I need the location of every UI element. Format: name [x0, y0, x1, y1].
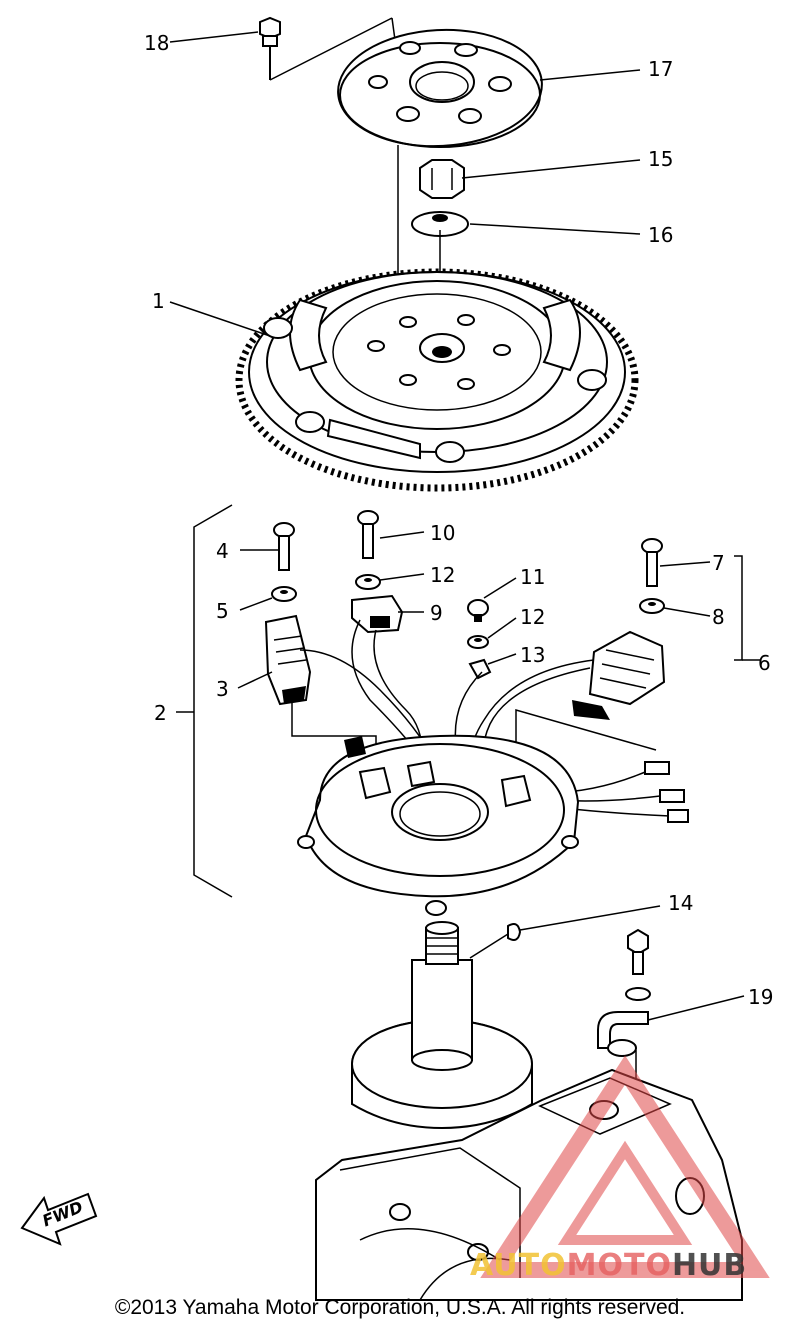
part-7-screw [641, 538, 663, 587]
part-12b-washer [467, 635, 489, 649]
watermark-logo: AUTOMOTOHUB [470, 1248, 747, 1283]
callout-17: 17 [648, 57, 673, 81]
part-3-coil [264, 614, 312, 706]
stator-base [297, 734, 580, 916]
watermark-part2: MOTO [566, 1248, 672, 1283]
callout-9: 9 [430, 601, 443, 625]
part-14-key [469, 923, 522, 959]
part-17-plate [337, 28, 543, 148]
part-6-coil [572, 630, 666, 720]
part-15-nut [419, 159, 465, 199]
callout-18: 18 [144, 31, 169, 55]
part-1-flywheel [235, 268, 639, 492]
callout-8: 8 [712, 605, 725, 629]
part-13-clamp [468, 658, 492, 680]
watermark-part1: AUTO [470, 1248, 567, 1283]
callout-12a: 12 [430, 563, 455, 587]
part-11-screw [467, 599, 489, 622]
leader-lines [169, 31, 745, 1021]
callout-7: 7 [712, 551, 725, 575]
callout-16: 16 [648, 223, 673, 247]
callout-4: 4 [216, 539, 229, 563]
callout-14: 14 [668, 891, 693, 915]
watermark-triangle-icon [480, 1055, 770, 1278]
part-4-screw [273, 522, 295, 571]
callout-6: 6 [758, 651, 771, 675]
callout-11: 11 [520, 565, 545, 589]
callout-numbers: 18 17 15 16 1 4 5 3 2 10 12 9 11 12 13 7… [144, 31, 773, 1009]
callout-13: 13 [520, 643, 545, 667]
part-19-bolt [625, 928, 651, 1001]
fwd-arrow-icon: FWD [20, 1192, 98, 1246]
part-5-washer [271, 586, 297, 602]
callout-2: 2 [154, 701, 167, 725]
callout-3: 3 [216, 677, 229, 701]
callout-5: 5 [216, 599, 229, 623]
part-18-bolt [259, 16, 399, 81]
copyright-text: ©2013 Yamaha Motor Corporation, U.S.A. A… [114, 1296, 686, 1319]
callout-1: 1 [152, 289, 165, 313]
watermark-part3: HUB [671, 1248, 748, 1283]
callout-15: 15 [648, 147, 673, 171]
callout-19: 19 [748, 985, 773, 1009]
part-8-washer [639, 598, 665, 614]
part-10-screw [357, 510, 379, 559]
callout-10: 10 [430, 521, 455, 545]
part-12a-washer [355, 574, 381, 590]
callout-12b: 12 [520, 605, 545, 629]
crankshaft [351, 921, 533, 1130]
wire-harness [299, 649, 689, 823]
